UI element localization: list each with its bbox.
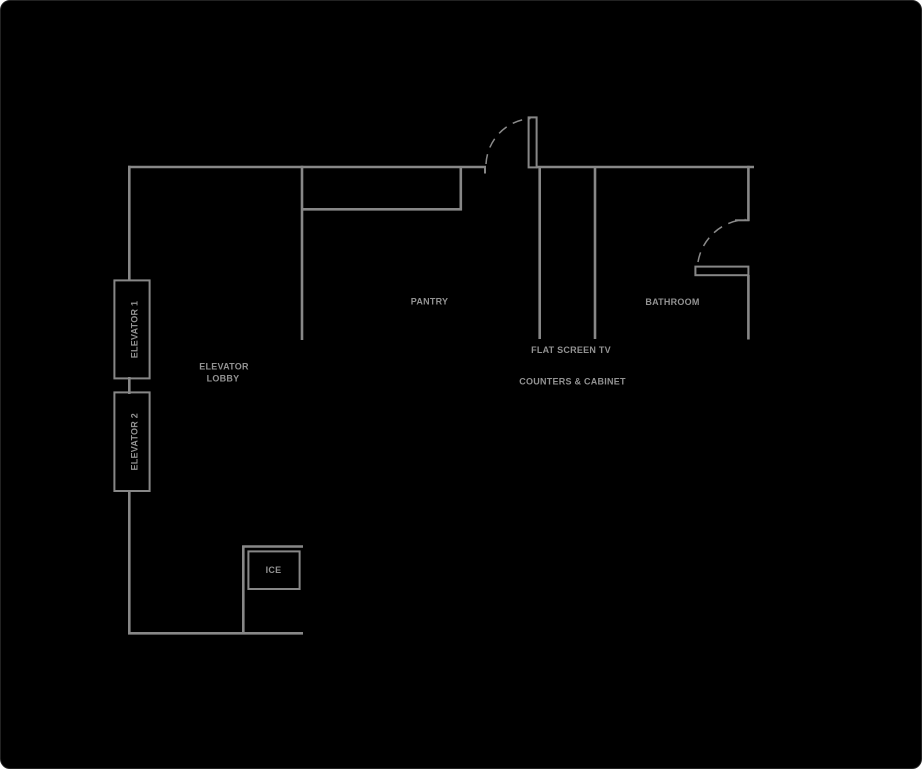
ice-machine-box (247, 550, 301, 591)
bathroom-label: BATHROOM (645, 297, 699, 307)
flat-screen-tv-label: FLAT SCREEN TV (531, 345, 611, 355)
bathroom-door-leaf (694, 265, 750, 277)
entry-door (485, 116, 538, 169)
bathroom-door (694, 218, 750, 277)
elevator-2-box (113, 391, 151, 492)
elevator-2-label: ELEVATOR 2 (130, 413, 140, 471)
elevator-lobby-label-line2: LOBBY (207, 374, 240, 384)
room-labels: ELEVATOR LOBBY PANTRY BATHROOM FLAT SCRE… (199, 297, 699, 387)
ice-label: ICE (266, 565, 282, 575)
entry-door-swing-arc (485, 117, 531, 165)
elevator-1-box (113, 279, 151, 380)
elevator-lobby-label-line1: ELEVATOR (199, 362, 249, 372)
pantry-label: PANTRY (411, 297, 449, 307)
counters-cabinet-label: COUNTERS & CABINET (519, 377, 626, 387)
walls (128, 165, 754, 635)
ice-machine: ICE (247, 550, 301, 591)
elevator-shafts: ELEVATOR 1 ELEVATOR 2 (113, 279, 151, 492)
bathroom-door-swing-arc (697, 218, 746, 263)
elevator-1-label: ELEVATOR 1 (130, 301, 140, 359)
entry-door-leaf (527, 116, 538, 169)
